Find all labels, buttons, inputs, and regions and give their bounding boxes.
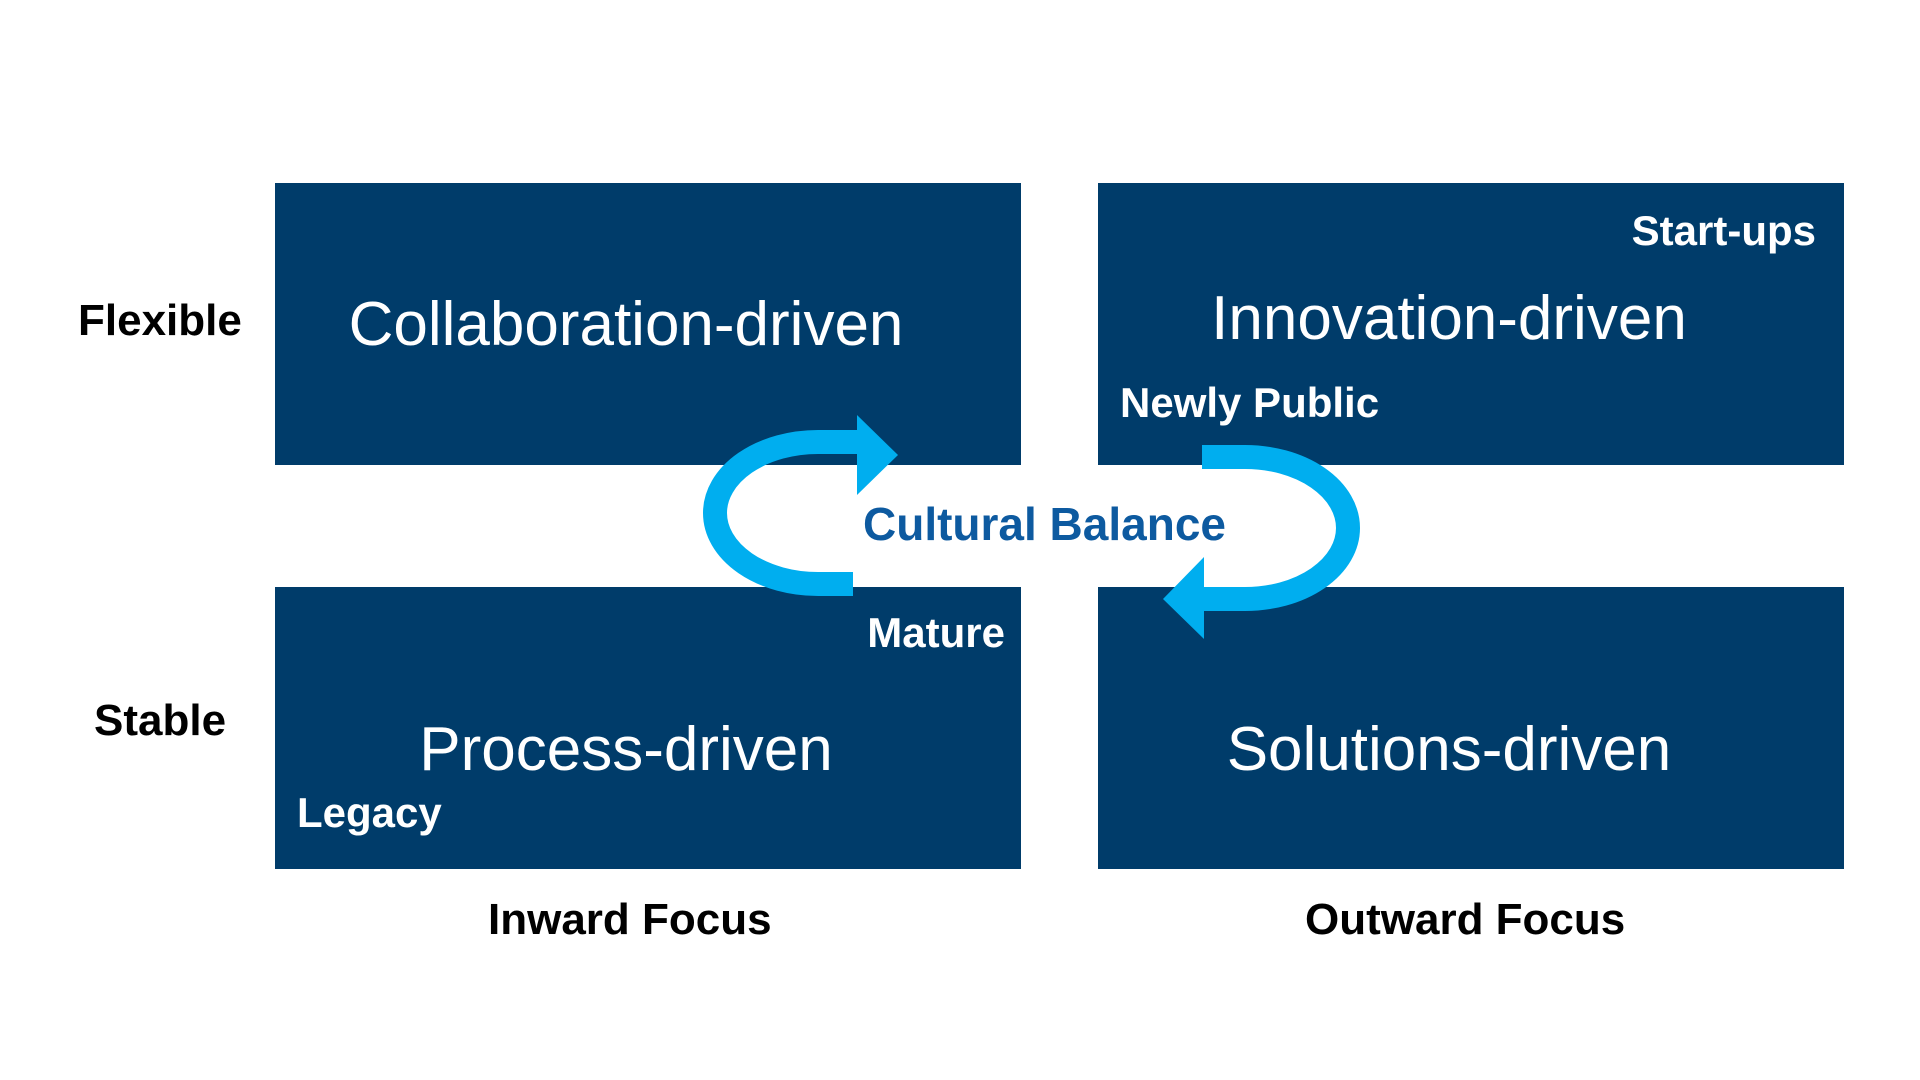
quadrant-title: Collaboration-driven bbox=[348, 290, 904, 359]
stage-tag-mature: Mature bbox=[867, 609, 1005, 656]
row-label-stable: Stable bbox=[94, 696, 227, 745]
quadrant-title: Innovation-driven bbox=[1211, 284, 1687, 353]
column-label-outward-focus: Outward Focus bbox=[1305, 895, 1626, 944]
stage-tag-newly-public: Newly Public bbox=[1120, 379, 1380, 426]
stage-tag-startups: Start-ups bbox=[1631, 207, 1816, 254]
column-label-inward-focus: Inward Focus bbox=[488, 895, 772, 944]
quadrant-process-driven: Mature Process-driven Legacy bbox=[275, 587, 1021, 869]
quadrant-title: Process-driven bbox=[419, 715, 833, 784]
stage-tag-legacy: Legacy bbox=[297, 789, 442, 836]
quadrant-collaboration-driven: Collaboration-driven bbox=[275, 183, 1021, 465]
quadrant-innovation-driven: Start-ups Innovation-driven Newly Public bbox=[1098, 183, 1844, 465]
quadrant-title: Solutions-driven bbox=[1226, 715, 1672, 784]
row-label-flexible: Flexible bbox=[78, 296, 242, 345]
quadrant-solutions-driven: Solutions-driven bbox=[1098, 587, 1844, 869]
cultural-balance-label: Cultural Balance bbox=[863, 498, 1226, 550]
